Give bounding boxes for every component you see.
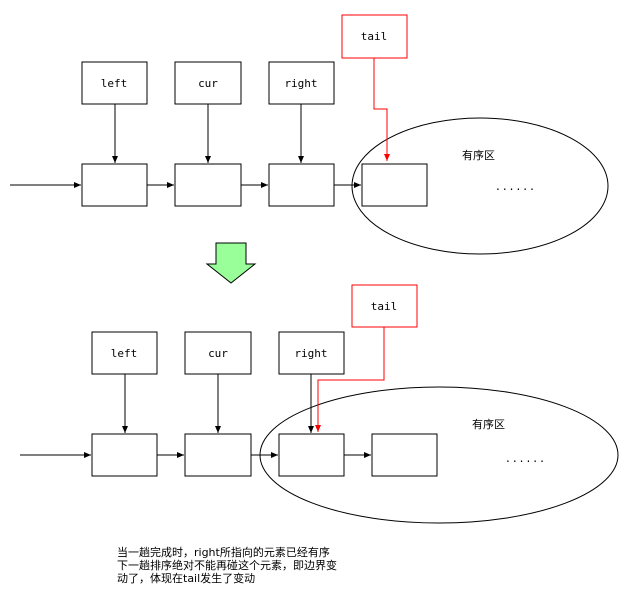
top-tail-pointer-label: tail bbox=[361, 30, 388, 43]
bottom-cur-pointer-label: cur bbox=[208, 347, 228, 360]
top-diagram: 有序区 ...... left cur right tail bbox=[10, 14, 609, 255]
bottom-left-pointer-label: left bbox=[111, 347, 138, 360]
bottom-right-pointer-label: right bbox=[294, 347, 327, 360]
top-node-4 bbox=[361, 163, 428, 207]
bottom-node-3 bbox=[278, 433, 345, 477]
bottom-node-1 bbox=[91, 433, 158, 477]
top-cur-pointer-box bbox=[174, 61, 242, 105]
bottom-ordered-region-label: 有序区 bbox=[472, 417, 505, 431]
bottom-tail-pointer-box bbox=[351, 284, 418, 328]
bottom-node-4 bbox=[371, 433, 438, 477]
caption-line-2: 下一趟排序绝对不能再碰这个元素，即边界变 bbox=[117, 559, 337, 572]
top-left-pointer-label: left bbox=[101, 77, 128, 90]
bottom-node-2 bbox=[184, 433, 252, 477]
top-node-3 bbox=[268, 163, 335, 207]
bottom-left-pointer-box bbox=[91, 331, 158, 375]
bottom-cur-pointer-box bbox=[184, 331, 252, 375]
top-right-pointer-box bbox=[268, 61, 335, 105]
top-ordered-region bbox=[351, 117, 609, 255]
caption-line-1: 当一趟完成时，right所指向的元素已经有序 bbox=[117, 546, 330, 559]
top-cur-pointer-label: cur bbox=[198, 77, 218, 90]
top-tail-pointer-box bbox=[341, 14, 408, 59]
explanation-caption: 当一趟完成时，right所指向的元素已经有序 下一趟排序绝对不能再碰这个元素，即… bbox=[117, 546, 417, 585]
transition-down-arrow bbox=[205, 242, 257, 284]
bottom-diagram: 有序区 ...... left cur right tail bbox=[20, 284, 619, 524]
top-right-pointer-label: right bbox=[284, 77, 317, 90]
top-ellipsis: ...... bbox=[496, 179, 537, 193]
bottom-tail-pointer-arrow bbox=[315, 327, 385, 432]
caption-line-3: 动了，体现在tail发生了变动 bbox=[117, 572, 256, 585]
bottom-ellipsis: ...... bbox=[506, 451, 547, 465]
top-ordered-region-label: 有序区 bbox=[462, 148, 495, 162]
top-node-1 bbox=[81, 163, 148, 207]
bottom-right-pointer-box bbox=[278, 331, 345, 375]
bottom-tail-pointer-label: tail bbox=[371, 300, 398, 313]
top-node-2 bbox=[174, 163, 242, 207]
top-tail-pointer-arrow bbox=[373, 58, 390, 161]
